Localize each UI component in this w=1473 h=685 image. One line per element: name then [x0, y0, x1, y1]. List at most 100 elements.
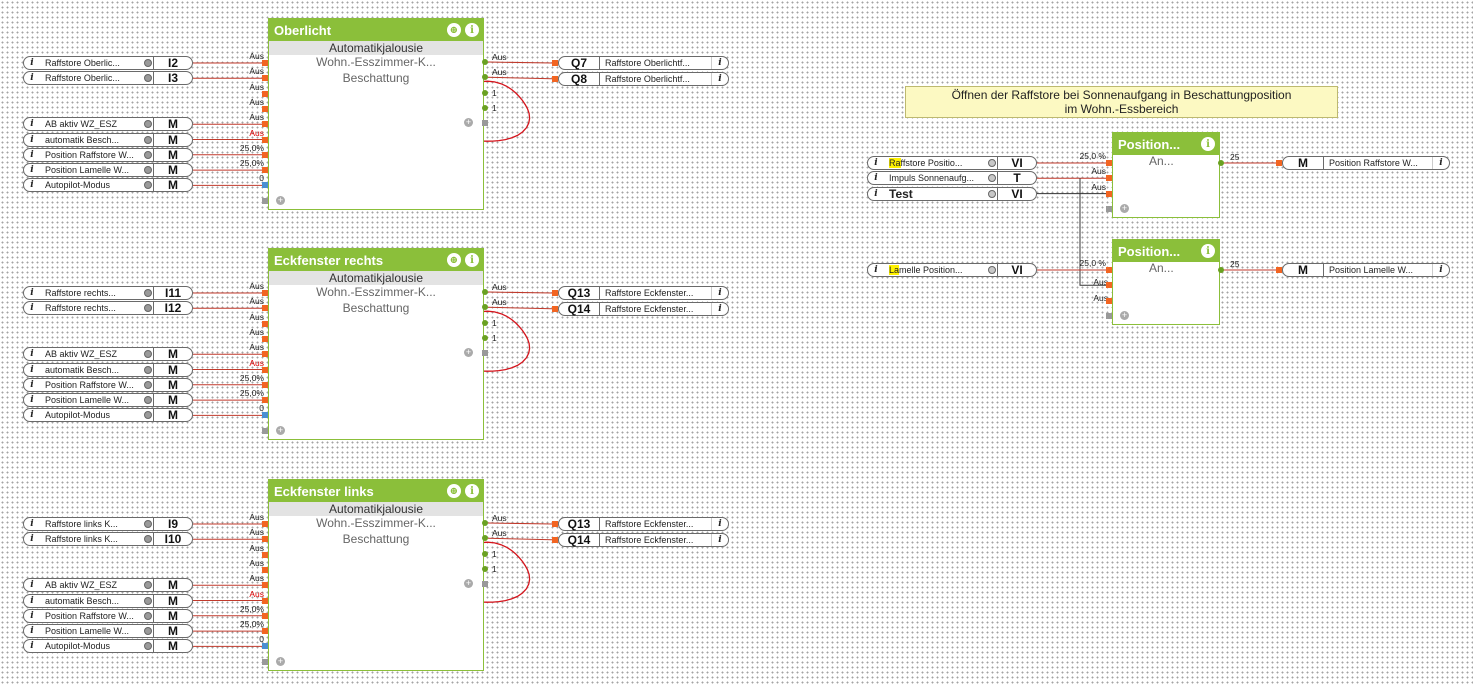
- input-pin[interactable]: [262, 90, 268, 97]
- input-pin[interactable]: [262, 551, 268, 558]
- input-pin[interactable]: [1106, 297, 1112, 304]
- block-header[interactable]: Eckfenster links⊕i: [269, 480, 483, 502]
- input-pin[interactable]: [262, 628, 268, 635]
- input-pin-empty[interactable]: [262, 658, 268, 665]
- info-icon[interactable]: i: [30, 626, 34, 637]
- input-pin[interactable]: [1106, 160, 1112, 166]
- input-pin[interactable]: [262, 381, 268, 388]
- input-pin[interactable]: [262, 290, 268, 296]
- output-pin[interactable]: [482, 334, 488, 341]
- info-icon[interactable]: i: [30, 610, 34, 621]
- block-header[interactable]: Position...i: [1113, 133, 1219, 155]
- output-ref-pin[interactable]: [552, 75, 558, 82]
- input-pin[interactable]: [262, 167, 268, 174]
- info-icon[interactable]: i: [30, 410, 34, 421]
- output-pin[interactable]: [482, 535, 488, 542]
- add-output-icon[interactable]: +: [464, 347, 473, 358]
- output-pin[interactable]: [482, 89, 488, 96]
- output-pin-empty[interactable]: [482, 120, 488, 127]
- input-pin[interactable]: [262, 335, 268, 342]
- input-pin[interactable]: [262, 536, 268, 543]
- move-icon[interactable]: ⊕: [447, 484, 461, 498]
- info-icon[interactable]: i: [874, 173, 878, 184]
- info-icon[interactable]: i: [1201, 244, 1215, 258]
- info-icon[interactable]: i: [30, 595, 34, 606]
- input-pin[interactable]: [262, 582, 268, 589]
- output-ref-pin[interactable]: [552, 60, 558, 66]
- input-pin[interactable]: [262, 612, 268, 619]
- input-pin[interactable]: [262, 397, 268, 404]
- output-pin[interactable]: [1218, 267, 1224, 273]
- input-pin[interactable]: [262, 105, 268, 112]
- info-icon[interactable]: i: [465, 23, 479, 37]
- input-pin-empty[interactable]: [262, 427, 268, 434]
- info-icon[interactable]: i: [30, 349, 34, 360]
- output-pin-empty[interactable]: [482, 350, 488, 357]
- block-header[interactable]: Eckfenster rechts⊕i: [269, 249, 483, 271]
- input-pin[interactable]: [262, 366, 268, 373]
- info-icon[interactable]: i: [30, 119, 34, 130]
- input-pin[interactable]: [1106, 282, 1112, 289]
- add-output-icon[interactable]: +: [464, 578, 473, 589]
- add-input-icon[interactable]: +: [276, 424, 285, 435]
- input-pin[interactable]: [262, 136, 268, 143]
- info-icon[interactable]: i: [30, 364, 34, 375]
- info-icon[interactable]: i: [30, 519, 34, 529]
- info-icon[interactable]: i: [711, 518, 728, 530]
- output-pin-empty[interactable]: [482, 581, 488, 588]
- input-pin[interactable]: [262, 121, 268, 128]
- output-pin[interactable]: [1218, 160, 1224, 166]
- move-icon[interactable]: ⊕: [447, 253, 461, 267]
- input-pin[interactable]: [262, 60, 268, 66]
- info-icon[interactable]: i: [30, 134, 34, 145]
- output-ref-pin[interactable]: [1276, 160, 1282, 166]
- output-pin[interactable]: [482, 104, 488, 111]
- input-pin[interactable]: [1106, 190, 1112, 197]
- info-icon[interactable]: i: [711, 72, 728, 85]
- add-input-icon[interactable]: +: [1120, 202, 1129, 213]
- input-pin-empty[interactable]: [1106, 205, 1112, 212]
- info-icon[interactable]: i: [30, 534, 34, 545]
- output-ref-pin[interactable]: [1276, 267, 1282, 273]
- input-pin[interactable]: [262, 151, 268, 158]
- block-header[interactable]: Oberlicht⊕i: [269, 19, 483, 41]
- info-icon[interactable]: i: [465, 253, 479, 267]
- input-pin[interactable]: [262, 320, 268, 327]
- info-icon[interactable]: i: [1432, 264, 1449, 276]
- input-pin-empty[interactable]: [262, 197, 268, 204]
- input-pin[interactable]: [1106, 267, 1112, 273]
- info-icon[interactable]: i: [30, 303, 34, 314]
- output-pin[interactable]: [482, 289, 488, 295]
- comment-note[interactable]: Öffnen der Raffstore bei Sonnenaufgang i…: [905, 86, 1338, 118]
- info-icon[interactable]: i: [30, 149, 34, 160]
- info-icon[interactable]: i: [1201, 137, 1215, 151]
- output-pin[interactable]: [482, 59, 488, 65]
- output-pin[interactable]: [482, 550, 488, 557]
- info-icon[interactable]: i: [30, 165, 34, 176]
- input-pin[interactable]: [262, 182, 268, 189]
- output-pin[interactable]: [482, 565, 488, 572]
- info-icon[interactable]: i: [874, 188, 878, 199]
- input-pin[interactable]: [262, 412, 268, 419]
- add-input-icon[interactable]: +: [276, 655, 285, 666]
